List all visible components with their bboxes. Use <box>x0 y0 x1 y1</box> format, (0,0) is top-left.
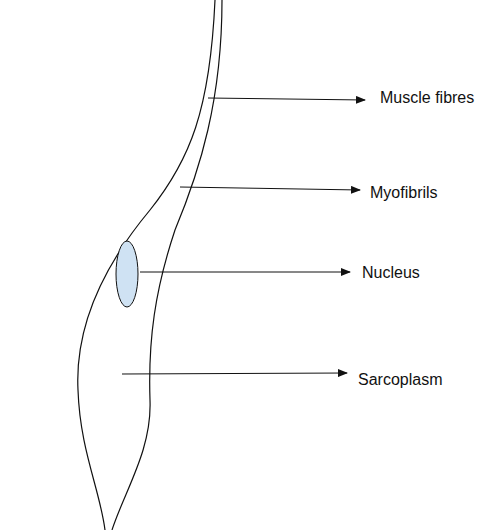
nucleus-shape <box>116 241 138 307</box>
fibre-outline-left <box>78 0 215 530</box>
part-label: Nucleus <box>362 263 420 283</box>
leader-line <box>140 272 350 273</box>
leader-line <box>180 187 360 190</box>
part-label: Muscle fibres <box>380 88 474 108</box>
leader-line <box>208 98 365 100</box>
part-label: Myofibrils <box>370 183 438 203</box>
fibre-outline-right <box>112 0 222 530</box>
part-label: Sarcoplasm <box>358 370 442 390</box>
leader-line <box>122 373 347 374</box>
